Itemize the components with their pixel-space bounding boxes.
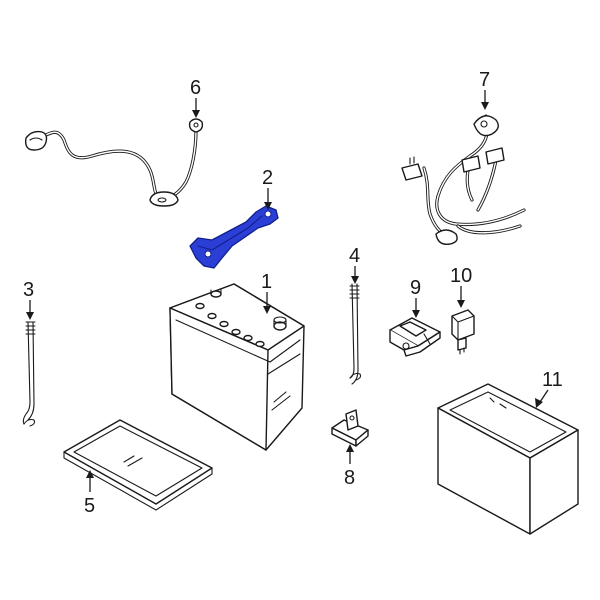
callout-3: 3 <box>23 279 34 320</box>
callout-10: 10 <box>450 265 472 308</box>
callout-2: 2 <box>262 167 273 210</box>
svg-text:3: 3 <box>23 279 34 301</box>
svg-text:2: 2 <box>262 167 273 189</box>
callout-9: 9 <box>410 277 421 318</box>
svg-text:6: 6 <box>190 77 201 99</box>
battery-hold-down-bracket[interactable] <box>189 205 279 269</box>
callout-1: 1 <box>261 271 272 314</box>
callout-8: 8 <box>344 444 355 489</box>
svg-text:8: 8 <box>344 467 355 489</box>
fuse-holder-bracket[interactable] <box>389 317 441 357</box>
callout-11: 11 <box>535 369 563 408</box>
callout-5: 5 <box>84 470 95 517</box>
wiring-harness[interactable] <box>401 114 526 245</box>
mounting-clip[interactable] <box>331 409 369 447</box>
svg-text:4: 4 <box>349 245 360 267</box>
callout-7: 7 <box>479 69 490 110</box>
svg-text:7: 7 <box>479 69 490 91</box>
hold-down-rod-right[interactable] <box>349 283 362 385</box>
svg-text:9: 9 <box>410 277 421 299</box>
callout-4: 4 <box>349 245 360 284</box>
svg-text:5: 5 <box>84 495 95 517</box>
ground-cable[interactable] <box>24 118 204 207</box>
battery-cover[interactable] <box>437 383 579 535</box>
hold-down-rod-left[interactable] <box>22 321 36 427</box>
svg-text:10: 10 <box>450 265 472 287</box>
connector-relay[interactable] <box>451 309 475 355</box>
svg-text:11: 11 <box>542 369 563 391</box>
battery[interactable] <box>169 283 305 451</box>
battery-tray[interactable] <box>63 419 213 511</box>
callout-6: 6 <box>190 77 201 118</box>
svg-text:1: 1 <box>261 271 272 293</box>
